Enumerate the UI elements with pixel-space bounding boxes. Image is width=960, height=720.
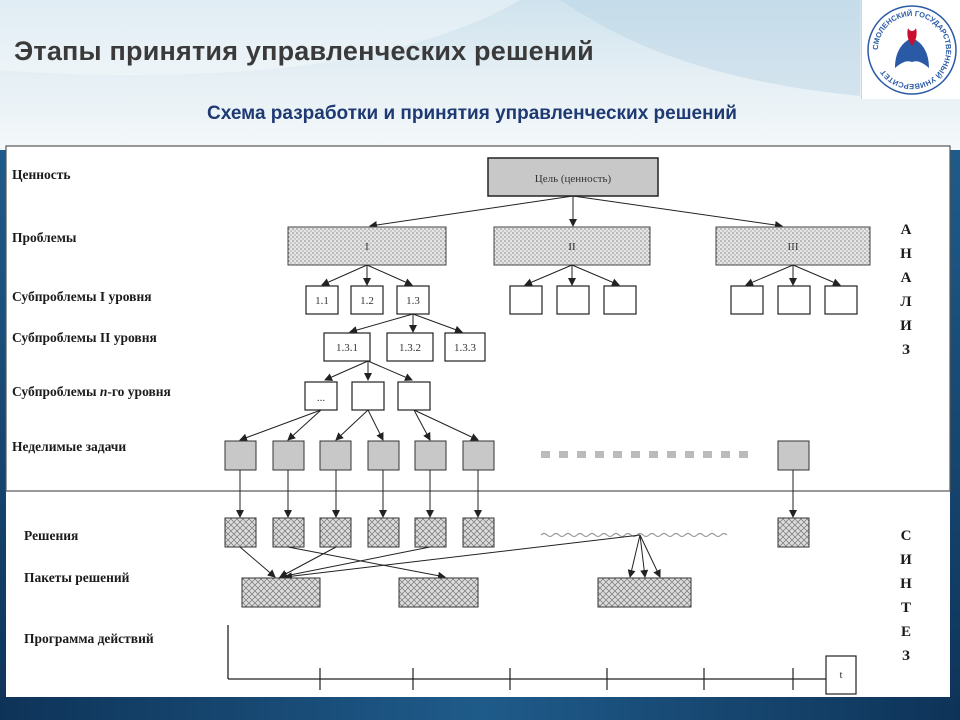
- level-label-sub2: Субпроблемы II уровня: [12, 330, 157, 345]
- sub2-label-2: 1.3.2: [399, 342, 421, 354]
- level-label-program: Программа действий: [24, 631, 154, 646]
- level-label-problems: Проблемы: [12, 230, 77, 245]
- subn-box-3: [397, 381, 431, 411]
- svg-text:А: А: [901, 222, 912, 238]
- goal-box: [487, 157, 659, 197]
- sub2-label-1: 1.3.1: [336, 342, 358, 354]
- page-title: Этапы принятия управленческих решений: [14, 36, 594, 66]
- level-label-sub1: Субпроблемы I уровня: [12, 289, 152, 304]
- level-label-solutions: Решения: [24, 528, 78, 543]
- action-program-timeline: [227, 625, 830, 690]
- goal-label: Цель (ценность): [535, 173, 612, 185]
- subn-box-2: [351, 381, 385, 411]
- sub1-box-iii-3: [824, 285, 858, 315]
- solution-box-4: [367, 517, 400, 548]
- sub1-label-2: 1.2: [360, 295, 374, 307]
- sub2-box-1: [323, 332, 371, 362]
- sub1-box-ii-2: [556, 285, 590, 315]
- analysis-frame: [5, 145, 951, 492]
- solution-box-5: [414, 517, 447, 548]
- sub1-box-iii-1: [730, 285, 764, 315]
- package-box-3: [597, 577, 692, 608]
- subn-box-1: [304, 381, 338, 411]
- left-frame-bar: [0, 150, 6, 720]
- svg-text:Т: Т: [901, 600, 911, 616]
- task-box-5: [414, 440, 447, 471]
- time-axis-label: t: [839, 669, 842, 681]
- solutions-ellipsis: [540, 532, 728, 538]
- university-logo: СМОЛЕНСКИЙ ГОСУДАРСТВЕННЫЙ УНИВЕРСИТЕТ: [861, 0, 960, 99]
- header-background: [0, 0, 960, 150]
- sub1-box-2: [350, 285, 384, 315]
- package-box-2: [398, 577, 479, 608]
- analysis-vertical-word: А Н А Л И З: [900, 222, 912, 358]
- level-label-value: Ценность: [12, 167, 71, 182]
- svg-text:С: С: [901, 528, 912, 544]
- svg-text:И: И: [900, 318, 912, 334]
- task-box-4: [367, 440, 400, 471]
- solution-box-last: [777, 517, 810, 548]
- synthesis-vertical-word: С И Н Т Е З: [900, 528, 912, 664]
- task-box-2: [272, 440, 305, 471]
- sub1-box-ii-3: [603, 285, 637, 315]
- time-axis-box: [825, 655, 857, 695]
- svg-text:З: З: [902, 648, 910, 664]
- diagram-subtitle: Схема разработки и принятия управленческ…: [207, 103, 737, 124]
- level-label-tasks: Неделимые задачи: [12, 439, 126, 454]
- task-box-1: [224, 440, 257, 471]
- svg-text:Е: Е: [901, 624, 911, 640]
- task-box-6: [462, 440, 495, 471]
- sub2-box-2: [386, 332, 434, 362]
- sub1-label-3: 1.3: [406, 295, 420, 307]
- sub2-box-3: [444, 332, 486, 362]
- sub1-box-3: [396, 285, 430, 315]
- header-wave-decoration: [0, 0, 860, 96]
- svg-text:Н: Н: [900, 576, 912, 592]
- problem-label-2: II: [568, 241, 576, 253]
- svg-text:Л: Л: [900, 294, 911, 310]
- problem-box-1: [287, 226, 447, 266]
- task-box-last: [777, 440, 810, 471]
- svg-text:А: А: [901, 270, 912, 286]
- sub1-box-ii-1: [509, 285, 543, 315]
- solution-box-6: [462, 517, 495, 548]
- solution-box-2: [272, 517, 305, 548]
- solution-box-3: [319, 517, 352, 548]
- subn-label: ...: [317, 392, 326, 404]
- svg-text:И: И: [900, 552, 912, 568]
- task-box-3: [319, 440, 352, 471]
- problem-box-2: [493, 226, 651, 266]
- sub1-box-1: [305, 285, 339, 315]
- level-label-subn: Субпроблемы n-го уровня: [12, 384, 171, 399]
- right-frame-bar: [950, 150, 960, 720]
- tasks-ellipsis: [541, 451, 748, 458]
- svg-text:Н: Н: [900, 246, 912, 262]
- svg-text:З: З: [902, 342, 910, 358]
- sub2-label-3: 1.3.3: [454, 342, 477, 354]
- problem-box-3: [715, 226, 871, 266]
- package-box-1: [241, 577, 321, 608]
- problem-label-1: I: [365, 241, 369, 253]
- level-label-packages: Пакеты решений: [24, 570, 130, 585]
- sub1-box-iii-2: [777, 285, 811, 315]
- bottom-band: [0, 697, 960, 720]
- sub1-label-1: 1.1: [315, 295, 329, 307]
- problem-label-3: III: [788, 241, 799, 253]
- solution-box-1: [224, 517, 257, 548]
